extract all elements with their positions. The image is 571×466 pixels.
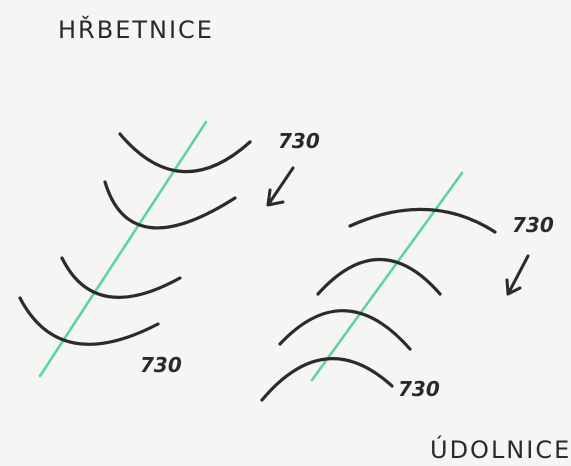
valley-diagram: 730 730 ÚDOLNICE bbox=[260, 171, 571, 464]
ridge-elevation-label-top: 730 bbox=[278, 129, 320, 153]
ridge-contour-line-2 bbox=[103, 180, 237, 230]
valley-axis-line bbox=[310, 171, 464, 382]
valley-title: ÚDOLNICE bbox=[430, 434, 571, 464]
valley-elevation-label-top: 730 bbox=[512, 213, 554, 237]
ridge-title: HŘBETNICE bbox=[58, 15, 214, 44]
valley-contour-line-1 bbox=[348, 207, 497, 234]
valley-contour-line-2 bbox=[316, 258, 442, 296]
ridge-contour-line-4 bbox=[18, 296, 160, 346]
ridge-diagram: HŘBETNICE 730 730 bbox=[18, 15, 320, 378]
ridge-contour-line-1 bbox=[118, 132, 252, 174]
ridge-elevation-label-bottom: 730 bbox=[140, 353, 182, 377]
ridge-contour-line-3 bbox=[60, 256, 182, 299]
valley-contour-line-3 bbox=[278, 309, 412, 351]
valley-elevation-label-bottom: 730 bbox=[398, 377, 440, 401]
valley-contour-line-4 bbox=[260, 357, 394, 402]
ridge-downhill-arrow-icon bbox=[266, 166, 295, 207]
ridge-axis-line bbox=[38, 120, 208, 378]
valley-downhill-arrow-icon bbox=[505, 254, 530, 296]
